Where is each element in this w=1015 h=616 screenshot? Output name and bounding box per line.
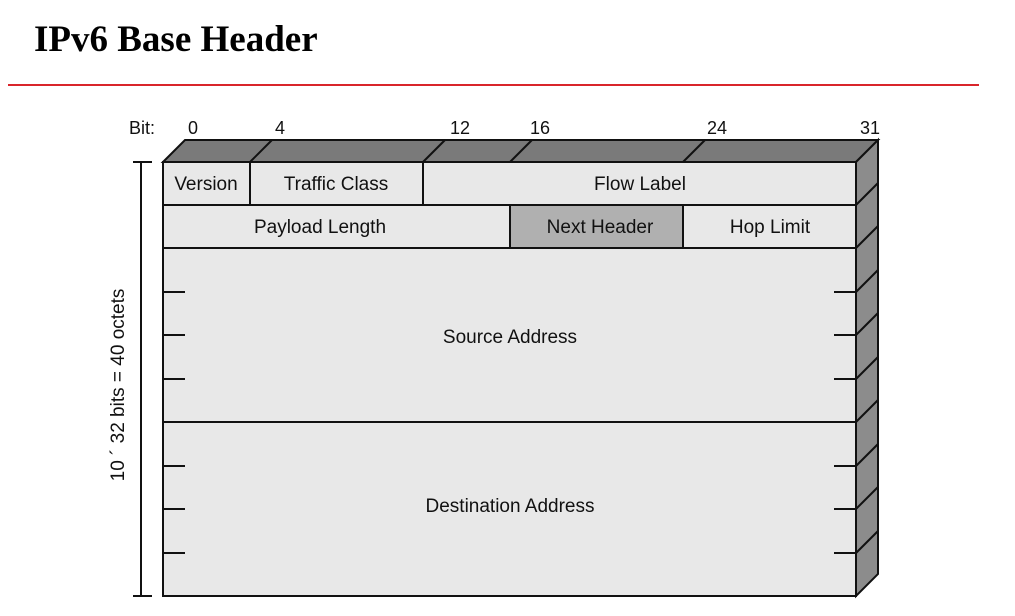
address-word-ticks: [163, 291, 856, 554]
bit-tick-31: 31: [860, 118, 880, 138]
label-hop-limit: Hop Limit: [730, 217, 811, 238]
slide-title: IPv6 Base Header: [34, 19, 318, 60]
label-version: Version: [174, 174, 237, 195]
cell-source-address: [162, 247, 857, 423]
label-source-address: Source Address: [443, 327, 577, 348]
label-next-header: Next Header: [547, 217, 654, 238]
bit-tick-16: 16: [530, 118, 550, 138]
bit-tick-4: 4: [275, 118, 285, 138]
size-label: 10 ´ 32 bits = 40 octets: [108, 289, 129, 482]
bit-tick-0: 0: [188, 118, 198, 138]
cell-destination-address: [162, 421, 857, 597]
title-divider: [8, 84, 979, 86]
cell-hop-limit: [682, 204, 857, 249]
label-flow-label: Flow Label: [594, 174, 686, 195]
cell-next-header: [509, 204, 684, 249]
bit-ruler: Bit: 0 4 12 16 24 31: [129, 118, 880, 138]
side-face-dividers: [855, 182, 879, 554]
label-destination-address: Destination Address: [426, 496, 595, 517]
label-payload-length: Payload Length: [254, 217, 386, 238]
cell-flow-label: [422, 161, 857, 206]
top-face-dividers: [249, 139, 706, 163]
size-dimension: [133, 161, 152, 597]
bit-label: Bit:: [129, 118, 155, 138]
cell-version: [162, 161, 251, 206]
bit-tick-24: 24: [707, 118, 727, 138]
bit-tick-12: 12: [450, 118, 470, 138]
label-traffic-class: Traffic Class: [284, 174, 389, 195]
